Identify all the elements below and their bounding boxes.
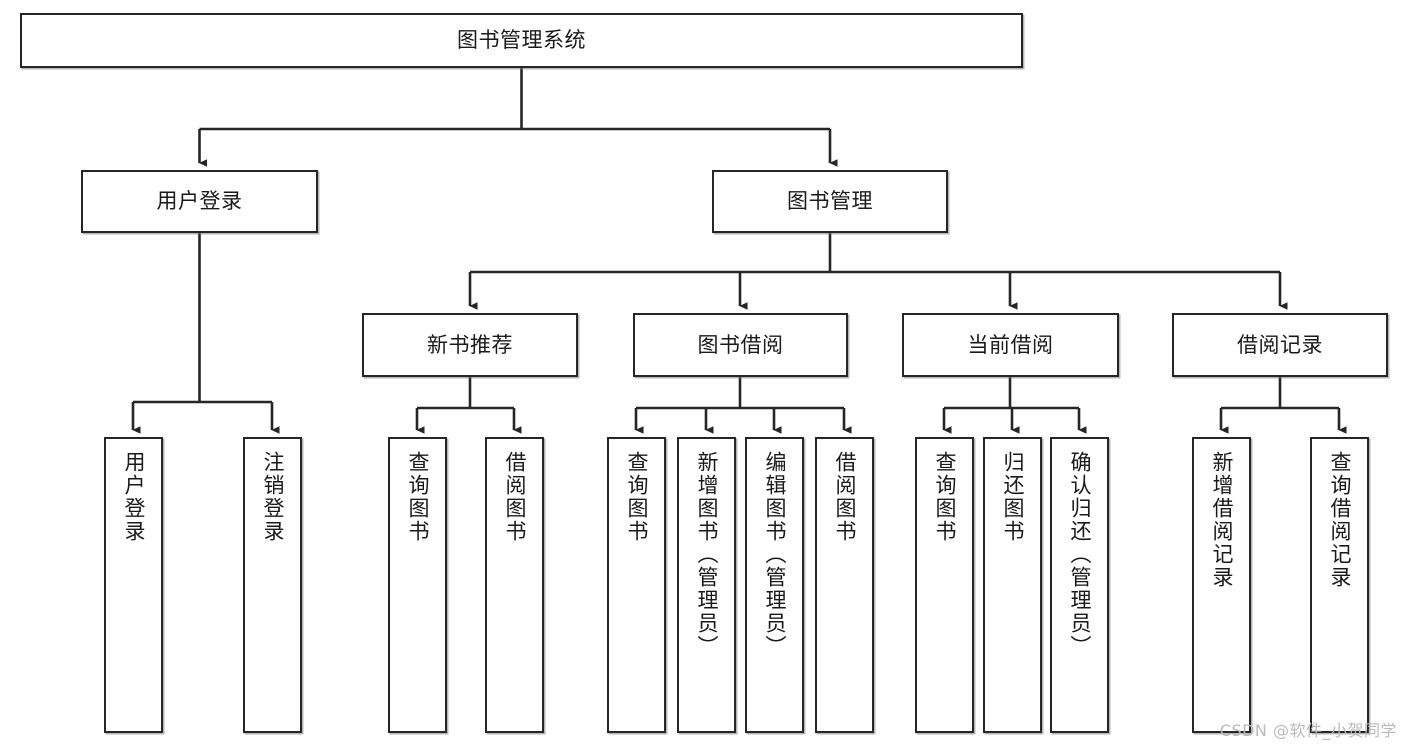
- node-borrow-record[interactable]: 借阅记录: [1172, 313, 1388, 377]
- node-leaf-add-book[interactable]: 新增图书（管理员）: [677, 437, 736, 733]
- connectors-userlogin-to-leaves: [131, 233, 280, 434]
- node-leaf-borrow-book-2-label: 借阅图书: [833, 451, 857, 543]
- node-leaf-query-book-1[interactable]: 查询图书: [388, 437, 447, 733]
- connectors-borrowrecord-to-leaves: [1219, 377, 1347, 434]
- node-new-book-recommend-label: 新书推荐: [427, 332, 513, 357]
- node-leaf-user-login[interactable]: 用户登录: [104, 437, 163, 733]
- connectors-bookmanage-to-level2: [468, 233, 1288, 310]
- node-leaf-query-record-label: 查询借阅记录: [1328, 451, 1352, 589]
- node-leaf-add-record-label: 新增借阅记录: [1210, 451, 1234, 589]
- node-leaf-confirm-return-label: 确认归还（管理员）: [1068, 451, 1092, 658]
- node-borrow-record-label: 借阅记录: [1237, 332, 1323, 357]
- node-current-borrow-label: 当前借阅: [967, 332, 1054, 357]
- node-leaf-query-book-2[interactable]: 查询图书: [607, 437, 666, 733]
- node-root-label: 图书管理系统: [457, 28, 586, 53]
- node-leaf-user-login-label: 用户登录: [122, 451, 146, 543]
- node-root[interactable]: 图书管理系统: [20, 13, 1023, 68]
- node-leaf-confirm-return[interactable]: 确认归还（管理员）: [1050, 437, 1109, 733]
- node-new-book-recommend[interactable]: 新书推荐: [362, 313, 578, 377]
- connectors-currentborrow-to-leaves: [942, 377, 1087, 434]
- node-leaf-edit-book[interactable]: 编辑图书（管理员）: [745, 437, 804, 733]
- node-book-manage-label: 图书管理: [787, 189, 873, 214]
- node-leaf-borrow-book-1-label: 借阅图书: [503, 451, 527, 543]
- connectors-bookborrow-to-leaves: [634, 377, 852, 434]
- node-leaf-borrow-book-1[interactable]: 借阅图书: [485, 437, 544, 733]
- node-user-login-label: 用户登录: [156, 189, 243, 214]
- connectors-level0-to-level1: [198, 68, 838, 167]
- node-user-login[interactable]: 用户登录: [81, 170, 318, 233]
- node-leaf-query-record[interactable]: 查询借阅记录: [1310, 437, 1369, 733]
- node-leaf-query-book-3[interactable]: 查询图书: [915, 437, 974, 733]
- node-leaf-borrow-book-2[interactable]: 借阅图书: [815, 437, 874, 733]
- node-current-borrow[interactable]: 当前借阅: [902, 313, 1119, 377]
- node-leaf-add-book-label: 新增图书（管理员）: [695, 451, 719, 658]
- node-leaf-query-book-3-label: 查询图书: [933, 451, 957, 543]
- node-leaf-add-record[interactable]: 新增借阅记录: [1192, 437, 1251, 733]
- node-leaf-return-book[interactable]: 归还图书: [983, 437, 1042, 733]
- node-leaf-return-book-label: 归还图书: [1001, 451, 1025, 543]
- node-book-borrow[interactable]: 图书借阅: [633, 313, 848, 377]
- node-leaf-query-book-2-label: 查询图书: [625, 451, 649, 543]
- connectors-newbook-to-leaves: [415, 377, 522, 434]
- node-leaf-edit-book-label: 编辑图书（管理员）: [763, 451, 787, 658]
- watermark: CSDN @软件_小贺同学: [1219, 721, 1397, 740]
- node-book-manage[interactable]: 图书管理: [712, 170, 948, 233]
- node-leaf-logout[interactable]: 注销登录: [243, 437, 302, 733]
- node-leaf-query-book-1-label: 查询图书: [406, 451, 430, 543]
- node-book-borrow-label: 图书借阅: [697, 332, 784, 357]
- node-leaf-logout-label: 注销登录: [261, 451, 285, 543]
